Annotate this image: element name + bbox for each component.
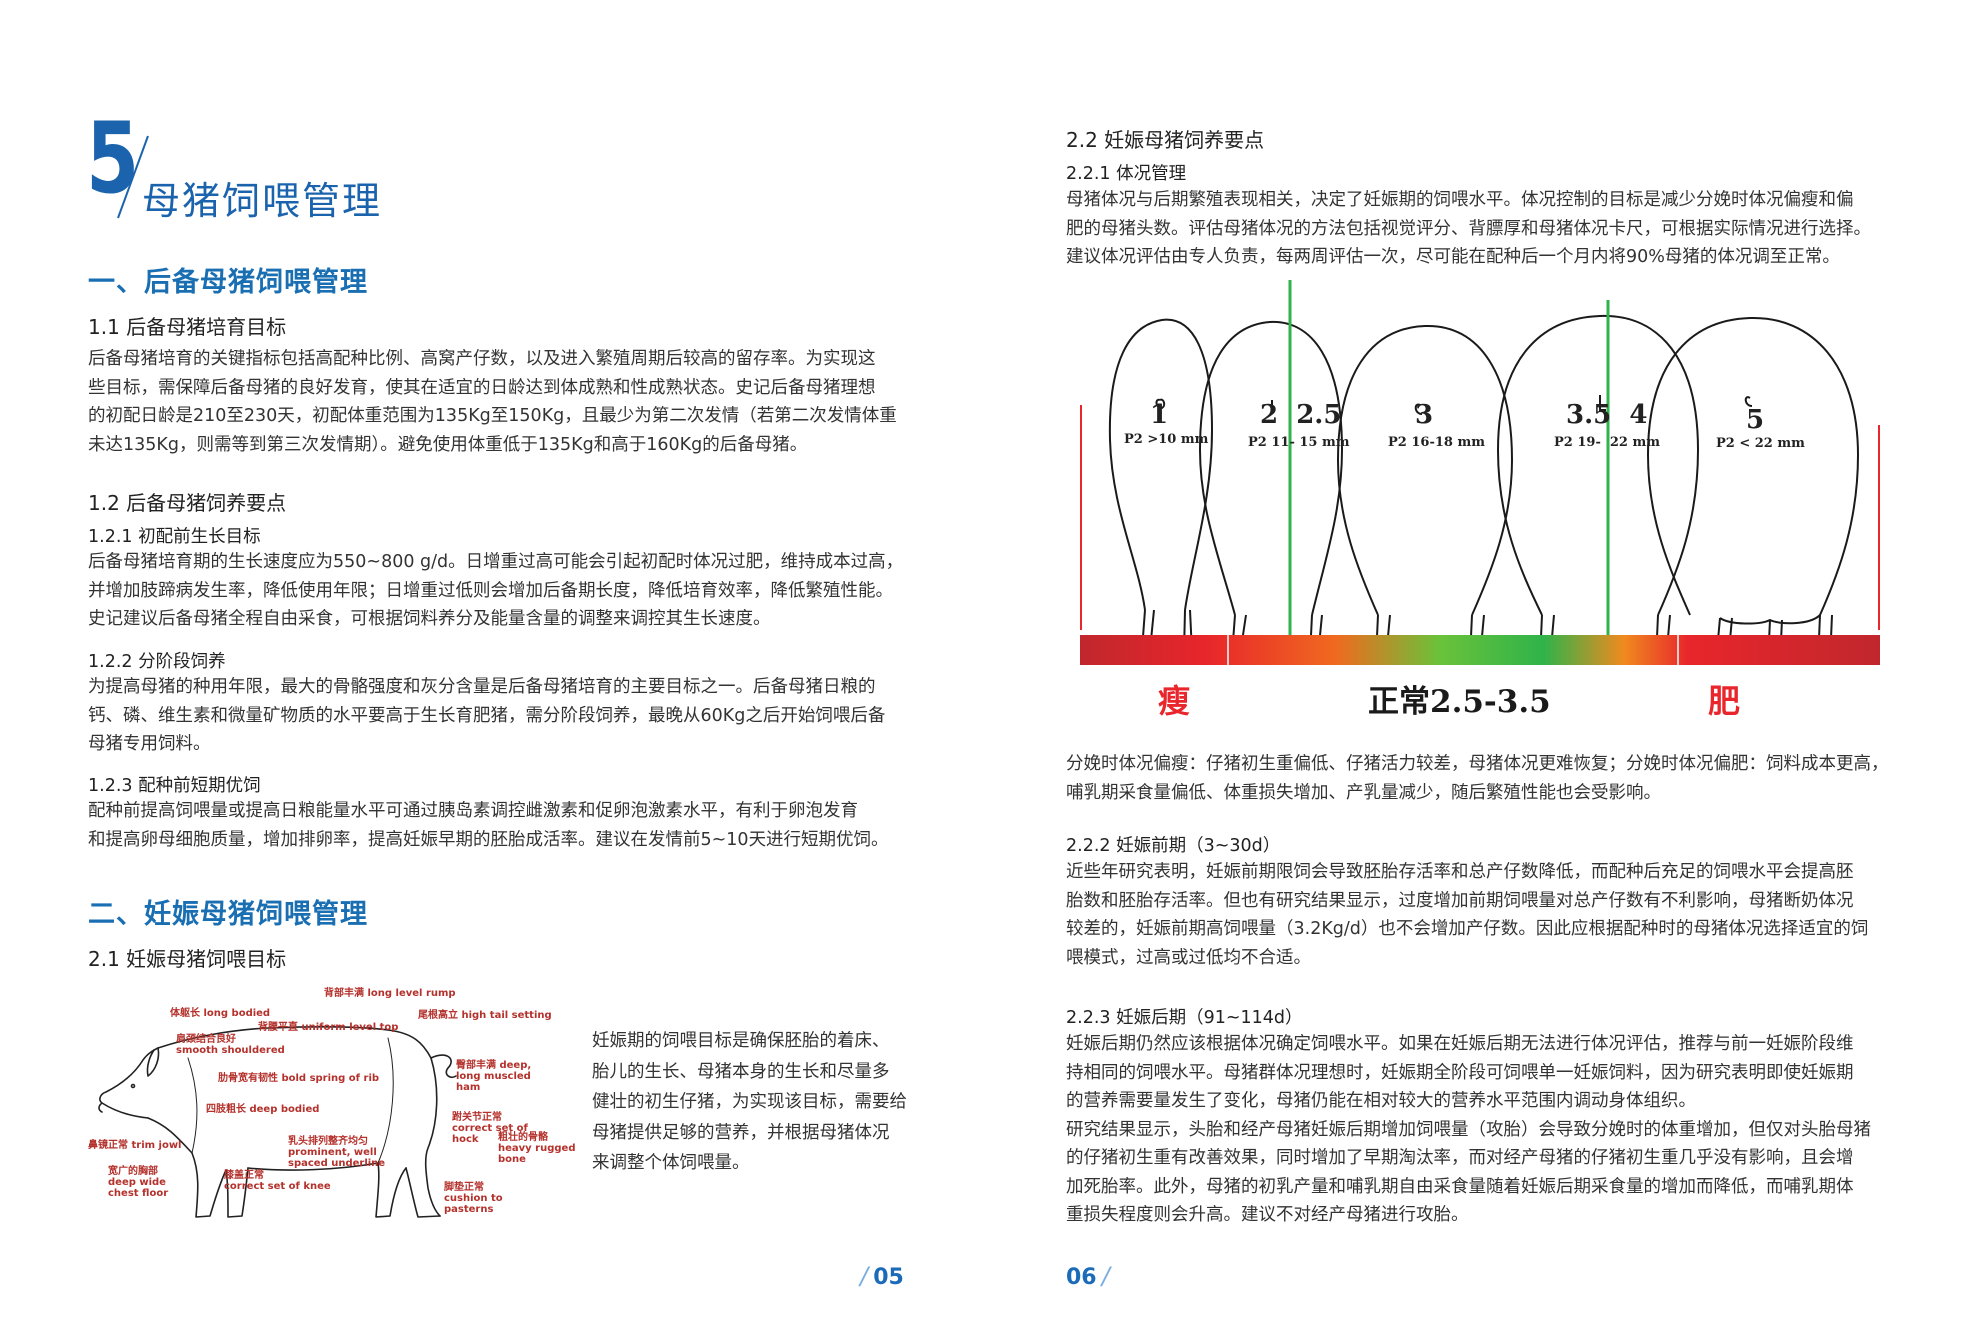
subsection-2-2-3-body: 妊娠后期仍然应该根据体况确定饲喂水平。如果在妊娠后期无法进行体况评估，推荐与前一…	[1066, 1030, 1871, 1230]
text-line: 未达135Kg，则需等到第三次发情期）。避免使用体重低于135Kg和高于160K…	[88, 434, 808, 455]
label-rib: 肋骨宽有韧性 bold spring of rib	[218, 1073, 380, 1084]
text-line: 研究结果显示，头胎和经产母猪妊娠后期增加饲喂量（攻胎）会导致分娩时的体重增加，但…	[1066, 1119, 1871, 1140]
label-ham: 臀部丰满 deep, long muscled ham	[456, 1060, 532, 1093]
subsection-1-2-3-body: 配种前提高饲喂量或提高日粮能量水平可通过胰岛素调控雌激素和促卵泡激素水平，有利于…	[88, 797, 889, 854]
sow-2-p2: P2 11- 15 mm	[1248, 435, 1350, 450]
label-jowl: 鼻镜正常 trim jowl	[88, 1140, 182, 1151]
chapter-title: 母猪饲喂管理	[142, 179, 383, 223]
text-line: 母猪专用饲料。	[88, 734, 211, 754]
text-line: 健壮的初生仔猪，为实现该目标，需要给	[592, 1092, 907, 1112]
sow-3-score: 3	[1415, 400, 1434, 430]
sow-1-p2: P2 >10 mm	[1124, 432, 1209, 447]
fat-label: 肥	[1708, 682, 1741, 720]
subsection-2-2-3-title: 2.2.3 妊娠后期（91~114d）	[1066, 1008, 1303, 1028]
chapter-number: 5	[86, 102, 140, 216]
sow-3-p2: P2 16-18 mm	[1388, 435, 1485, 450]
normal-label: 正常2.5-3.5	[1368, 684, 1551, 720]
subsection-1-2-1-title: 1.2.1 初配前生长目标	[88, 527, 261, 547]
sow-rear-views-icon	[1080, 280, 1880, 665]
label-level-top: 背腰平直 uniform level top	[258, 1022, 399, 1033]
subsection-2-2-1-body: 母猪体况与后期繁殖表现相关，决定了妊娠期的饲喂水平。体况控制的目标是减少分娩时体…	[1066, 186, 1871, 272]
sow-2-score: 2 2.5	[1260, 400, 1342, 430]
label-rump: 背部丰满 long level rump	[324, 988, 456, 999]
text-line: 后备母猪培育期的生长速度应为550~800 g/d。日增重过高可能会引起初配时体…	[88, 552, 904, 572]
text-line: 后备母猪培育的关键指标包括高配种比例、高窝产仔数，以及进入繁殖周期后较高的留存率…	[88, 349, 876, 369]
label-underline: 乳头排列整齐均匀 prominent, well spaced underlin…	[288, 1136, 386, 1169]
text-line: 并增加肢蹄病发生率，降低使用年限；日增重过低则会增加后备期长度，降低培育效率，降…	[88, 580, 893, 601]
sow-4-p2: P2 19- 22 mm	[1554, 435, 1661, 450]
text-line: 较差的，妊娠前期高饲喂量（3.2Kg/d）也不会增加产仔数。因此应根据配种时的母…	[1066, 919, 1869, 939]
pig-conformation-diagram: 背部丰满 long level rump 尾根高立 high tail sett…	[88, 988, 575, 1228]
subsection-1-2-1-body: 后备母猪培育期的生长速度应为550~800 g/d。日增重过高可能会引起初配时体…	[88, 548, 903, 634]
sow-1-score: 1	[1150, 400, 1169, 430]
subsection-1-2-2-title: 1.2.2 分阶段饲养	[88, 652, 226, 672]
text-line: 胎儿的生长、母猪本身的生长和尽量多	[592, 1061, 890, 1082]
subsection-2-2-1-title: 2.2.1 体况管理	[1066, 164, 1187, 184]
text-line: 建议体况评估由专人负责，每两周评估一次，尽可能在配种后一个月内将90%母猪的体况…	[1066, 247, 1840, 267]
text-line: 配种前提高饲喂量或提高日粮能量水平可通过胰岛素调控雌激素和促卵泡激素水平，有利于…	[88, 801, 858, 821]
subsection-1-2-3-title: 1.2.3 配种前短期优饲	[88, 776, 261, 796]
text-line: 史记建议后备母猪全程自由采食，可根据饲料养分及能量含量的调整来调控其生长速度。	[88, 609, 771, 629]
label-hock: 跗关节正常 correct set of hock	[452, 1112, 528, 1145]
text-line: 喂模式，过高或过低均不合适。	[1066, 947, 1311, 968]
subsection-2-1-body: 妊娠期的饲喂目标是确保胚胎的着床、 胎儿的生长、母猪本身的生长和尽量多 健壮的初…	[592, 1026, 907, 1179]
subsection-2-2-2-body: 近些年研究表明，妊娠前期限饲会导致胚胎存活率和总产仔数降低，而配种后充足的饲喂水…	[1066, 858, 1868, 972]
thin-label: 瘦	[1158, 682, 1191, 720]
sow-4-score: 3.5 4	[1566, 400, 1648, 430]
label-tail: 尾根高立 high tail setting	[418, 1010, 552, 1021]
page-number-right: 06 /	[1066, 1262, 1110, 1290]
subsection-1-1-title: 1.1 后备母猪培育目标	[88, 315, 287, 339]
condition-gradient-bar	[1080, 635, 1880, 665]
text-line: 分娩时体况偏瘦：仔猪初生重偏低、仔猪活力较差，母猪体况更难恢复；分娩时体况偏肥：…	[1066, 754, 1889, 774]
pig-outline-icon	[98, 1025, 457, 1218]
label-shoulder: 肩颈结合良好 smooth shouldered	[176, 1034, 285, 1056]
label-chest: 宽广的胸部 deep wide chest floor	[108, 1166, 169, 1199]
subsection-1-2-2-body: 为提高母猪的种用年限，最大的骨骼强度和灰分含量是后备母猪培育的主要目标之一。后备…	[88, 673, 885, 759]
slash-icon: /	[1101, 1262, 1110, 1290]
text-line: 肥的母猪头数。评估母猪体况的方法包括视觉评分、背膘厚和母猪体况卡尺，可根据实际情…	[1066, 218, 1871, 239]
label-bone: 粗壮的骨骼 heavy rugged bone	[498, 1132, 576, 1165]
text-line: 妊娠后期仍然应该根据体况确定饲喂水平。如果在妊娠后期无法进行体况评估，推荐与前一…	[1066, 1034, 1854, 1054]
text-line: 的初配日龄是210至230天，初配体重范围为135Kg至150Kg，且最少为第二…	[88, 406, 897, 426]
subsection-1-2-title: 1.2 后备母猪饲养要点	[88, 491, 287, 515]
section-1-title: 一、后备母猪饲喂管理	[88, 267, 368, 298]
chapter-slash-icon	[117, 135, 149, 219]
subsection-2-1-title: 2.1 妊娠母猪饲喂目标	[88, 947, 287, 971]
sow-5-score: 5	[1746, 405, 1765, 435]
subsection-2-2-2-title: 2.2.2 妊娠前期（3~30d）	[1066, 836, 1281, 856]
label-body: 体躯长 long bodied	[170, 1008, 271, 1019]
figure-note-body: 分娩时体况偏瘦：仔猪初生重偏低、仔猪活力较差，母猪体况更难恢复；分娩时体况偏肥：…	[1066, 750, 1889, 807]
subsection-1-1-body: 后备母猪培育的关键指标包括高配种比例、高窝产仔数，以及进入繁殖周期后较高的留存率…	[88, 345, 897, 459]
text-line: 加死胎率。此外，母猪的初乳产量和哺乳期自由采食量随着妊娠后期采食量的增加而降低，…	[1066, 1176, 1854, 1197]
text-line: 为提高母猪的种用年限，最大的骨骼强度和灰分含量是后备母猪培育的主要目标之一。后备…	[88, 677, 876, 697]
text-line: 妊娠期的饲喂目标是确保胚胎的着床、	[592, 1031, 890, 1051]
subsection-2-2-title: 2.2 妊娠母猪饲养要点	[1066, 128, 1265, 152]
text-line: 些目标，需保障后备母猪的良好发育，使其在适宜的日龄达到体成熟和性成熟状态。史记后…	[88, 377, 876, 398]
text-line: 钙、磷、维生素和微量矿物质的水平要高于生长育肥猪，需分阶段饲养，最晚从60Kg之…	[88, 705, 886, 726]
label-pastern: 脚垫正常 cushion to pasterns	[444, 1182, 503, 1215]
text-line: 的仔猪初生重有改善效果，同时增加了早期淘汰率，而对经产母猪的仔猪初生重几乎没有影…	[1066, 1148, 1854, 1168]
text-line: 的营养需要量发生了变化，母猪仍能在相对较大的营养水平范围内调动身体组织。	[1066, 1091, 1696, 1111]
label-knee: 膝盖正常 correct set of knee	[224, 1170, 331, 1192]
text-line: 哺乳期采食量偏低、体重损失增加、产乳量减少，随后繁殖性能也会受影响。	[1066, 782, 1661, 803]
text-line: 母猪提供足够的营养，并根据母猪体况	[592, 1122, 890, 1143]
text-line: 重损失程度则会升高。建议不对经产母猪进行攻胎。	[1066, 1205, 1469, 1225]
page-number-left: / 05	[860, 1262, 904, 1290]
text-line: 来调整个体饲喂量。	[592, 1153, 750, 1173]
text-line: 近些年研究表明，妊娠前期限饲会导致胚胎存活率和总产仔数降低，而配种后充足的饲喂水…	[1066, 862, 1854, 882]
text-line: 胎数和胚胎存活率。但也有研究结果显示，过度增加前期饲喂量对总产仔数有不利影响，母…	[1066, 890, 1854, 911]
text-line: 和提高卵母细胞质量，增加排卵率，提高妊娠早期的胚胎成活率。建议在发情前5~10天…	[88, 829, 889, 850]
text-line: 持相同的饲喂水平。母猪群体况理想时，妊娠期全阶段可饲喂单一妊娠饲料，因为研究表明…	[1066, 1062, 1854, 1083]
body-condition-figure: 1 P2 >10 mm 2 2.5 P2 11- 15 mm 3 P2 16-1…	[1080, 280, 1880, 730]
slash-icon: /	[860, 1262, 869, 1290]
sow-5-p2: P2 < 22 mm	[1716, 436, 1805, 451]
text-line: 母猪体况与后期繁殖表现相关，决定了妊娠期的饲喂水平。体况控制的目标是减少分娩时体…	[1066, 190, 1854, 210]
section-2-title: 二、妊娠母猪饲喂管理	[88, 899, 368, 930]
label-legs: 四肢粗长 deep bodied	[206, 1104, 320, 1115]
